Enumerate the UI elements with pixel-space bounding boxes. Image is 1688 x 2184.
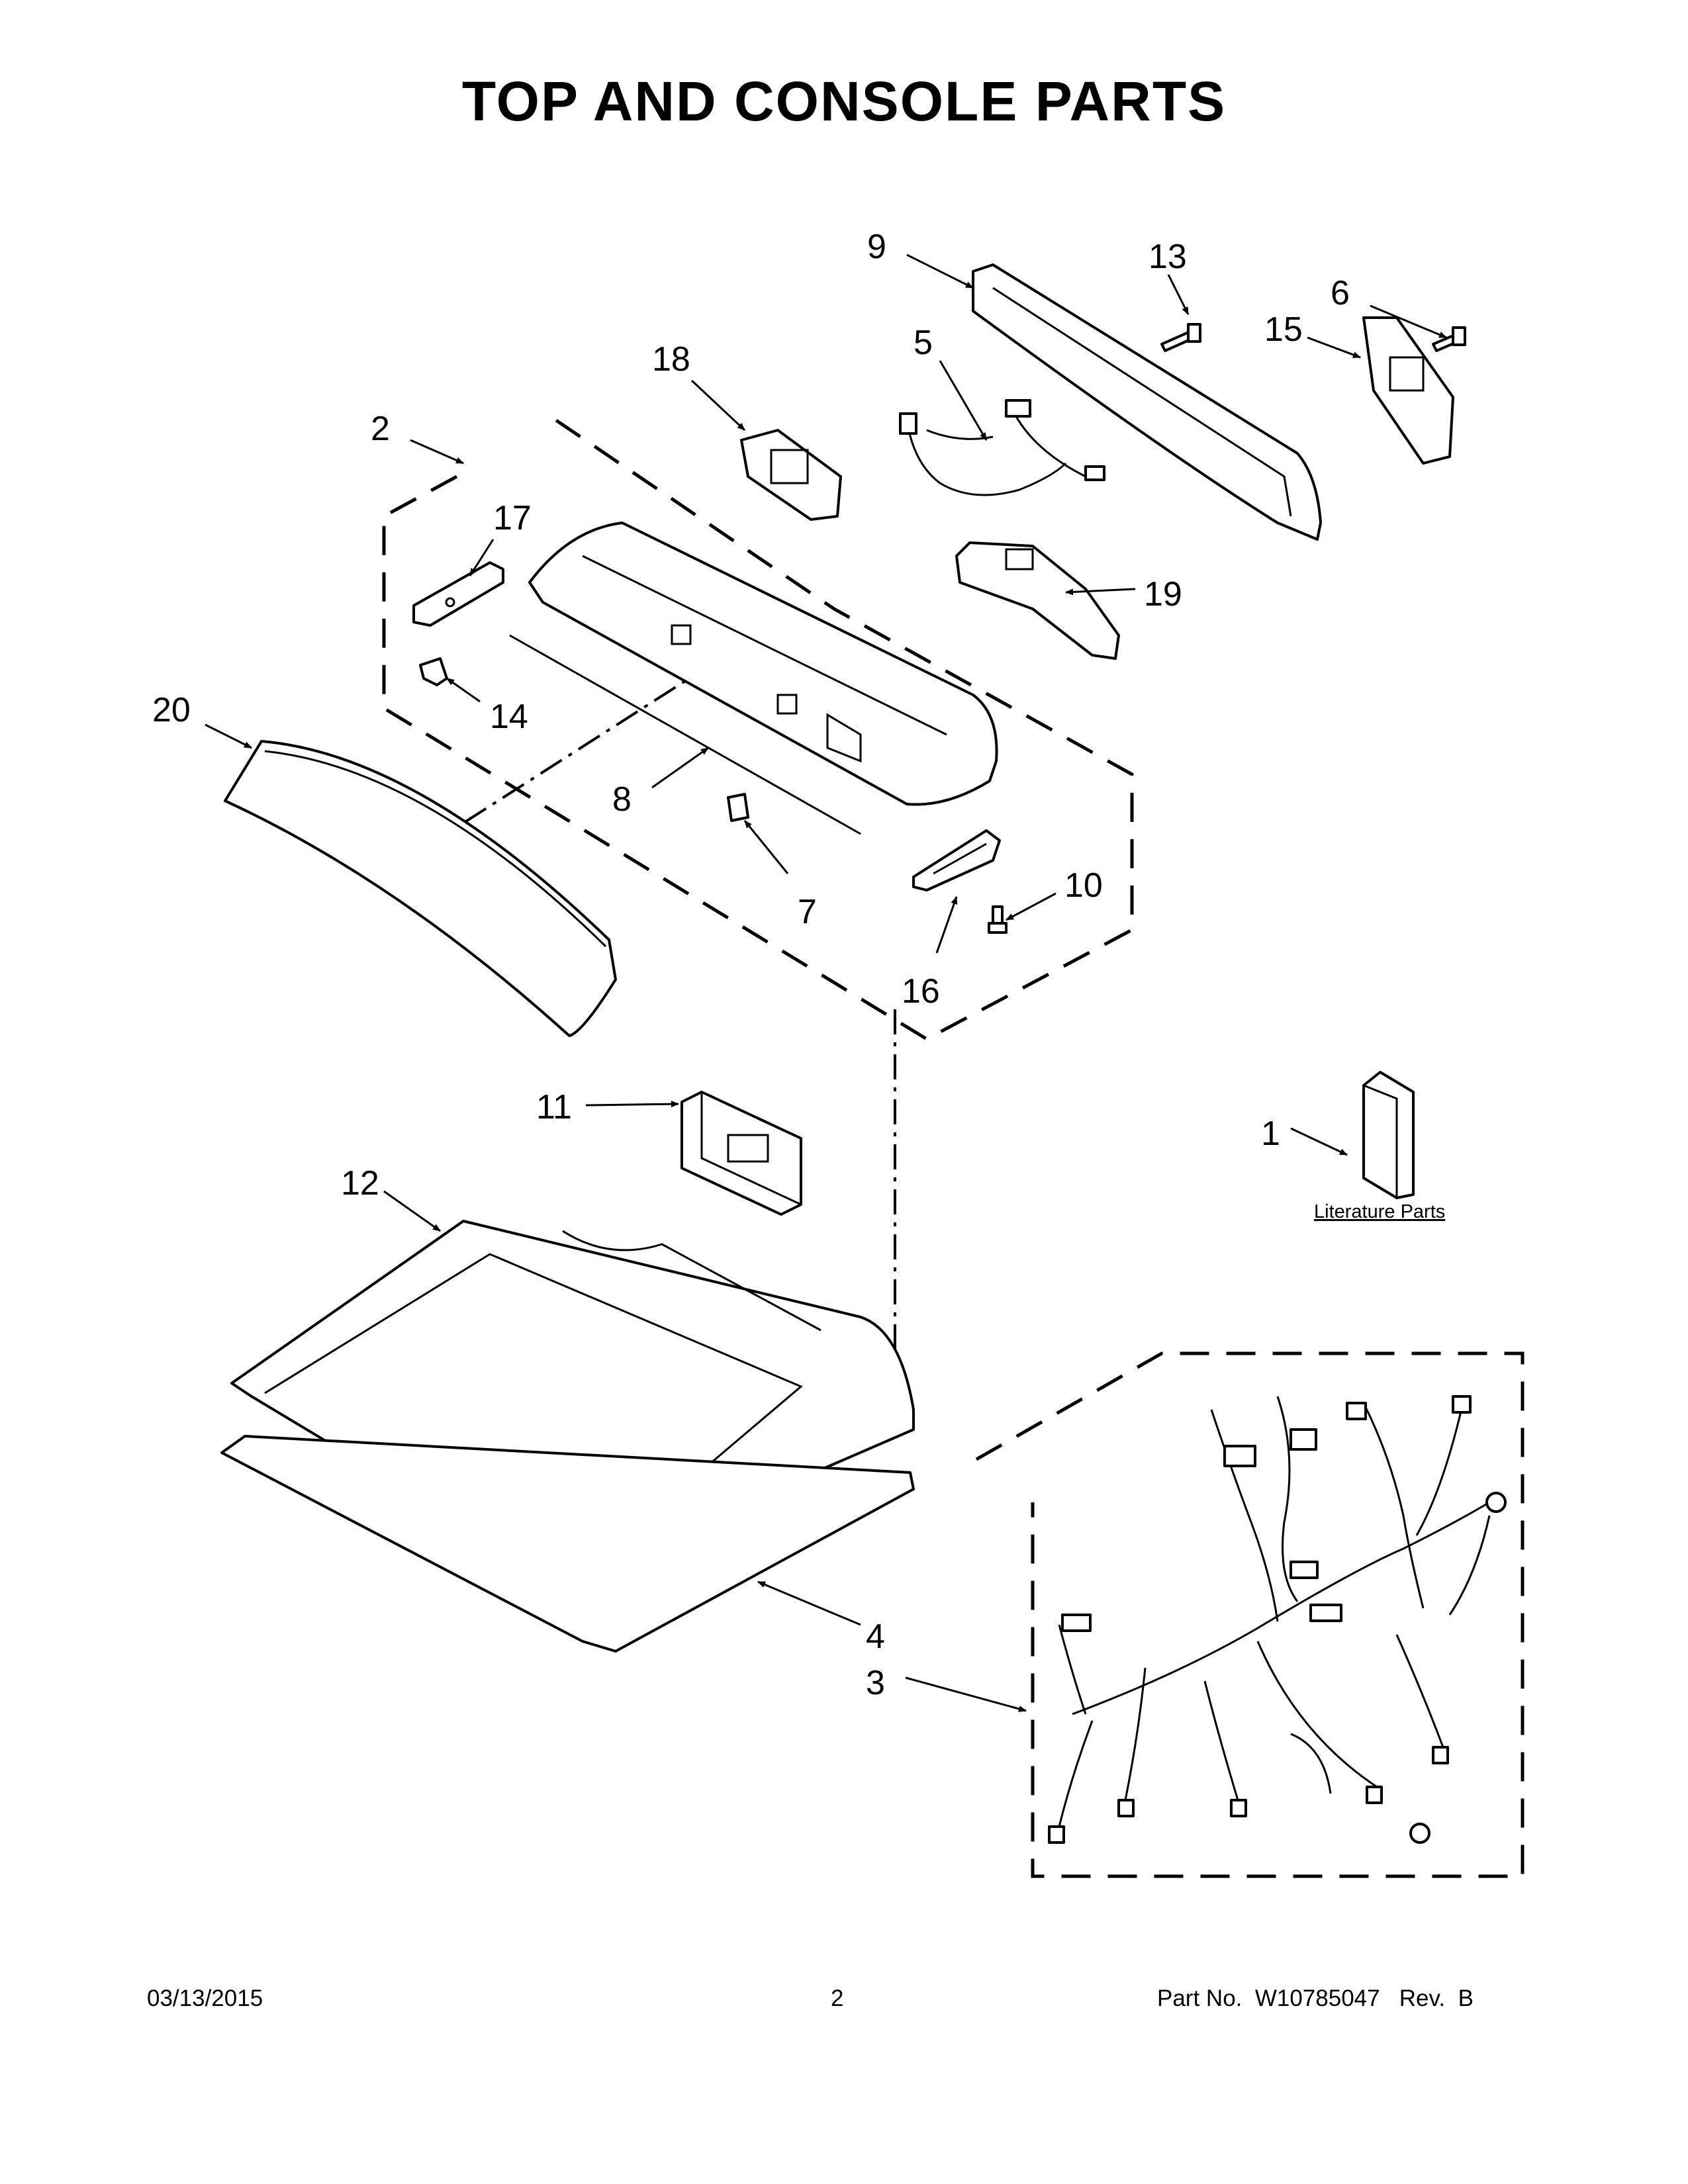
callout-14: 14 — [490, 698, 528, 736]
callout-11: 11 — [536, 1088, 572, 1126]
console-group-boundary — [382, 418, 1134, 1041]
leader-13 — [1167, 274, 1190, 315]
leader-4 — [757, 1580, 861, 1626]
callout-12: 12 — [341, 1164, 379, 1203]
part-19-hinge — [955, 541, 1120, 660]
part-9-panel-frame — [972, 263, 1322, 541]
callout-10: 10 — [1064, 866, 1103, 905]
callout-20: 20 — [152, 691, 191, 729]
leader-1 — [1290, 1127, 1348, 1156]
leader-20 — [205, 723, 252, 749]
callout-9: 9 — [867, 228, 886, 266]
leader-11 — [585, 1101, 679, 1108]
part-10-screw — [988, 905, 1008, 934]
leader-17 — [469, 539, 494, 576]
callout-4: 4 — [866, 1617, 885, 1656]
callout-7: 7 — [798, 893, 817, 931]
part-13-screw — [1160, 323, 1201, 352]
literature-label: Literature Parts — [1314, 1201, 1445, 1222]
callout-19: 19 — [1144, 575, 1182, 614]
part-1-literature — [1362, 1071, 1415, 1199]
callout-1: 1 — [1261, 1115, 1280, 1153]
leader-16 — [935, 896, 958, 954]
footer-part-number: Part No. W10785047 Rev. B — [1157, 1985, 1474, 2011]
leader-5 — [939, 360, 988, 441]
leader-10 — [1006, 892, 1056, 921]
callout-2: 2 — [371, 410, 390, 448]
part-3-main-wire-harness — [1048, 1395, 1507, 1844]
callout-16: 16 — [902, 972, 940, 1011]
footer-date: 03/13/2015 — [147, 1985, 263, 2011]
leader-18 — [690, 379, 746, 432]
callout-5: 5 — [914, 324, 933, 362]
part-20-console-trim — [224, 740, 617, 1037]
part-15-bracket — [1362, 316, 1454, 465]
part-11-module — [680, 1091, 802, 1216]
part-8-console — [509, 522, 998, 835]
page-title: TOP AND CONSOLE PARTS — [461, 70, 1227, 132]
leader-14 — [446, 677, 481, 703]
callout-6: 6 — [1331, 274, 1350, 312]
callout-3: 3 — [866, 1664, 885, 1702]
part-5-wire-harness — [899, 399, 1105, 496]
callout-13: 13 — [1149, 238, 1187, 276]
leader-8 — [651, 747, 709, 789]
part-18-control-board — [740, 429, 842, 521]
part-16-bracket — [912, 829, 1001, 891]
leader-3 — [905, 1676, 1027, 1712]
callout-15: 15 — [1264, 310, 1303, 349]
part-4-pad — [220, 1435, 915, 1653]
part-17-bracket — [412, 561, 504, 627]
callout-18: 18 — [652, 340, 690, 379]
leader-6 — [1370, 304, 1447, 339]
leader-19 — [1065, 588, 1136, 596]
part-14-clip — [419, 657, 448, 686]
harness-group-boundary — [975, 1351, 1524, 1878]
leader-15 — [1307, 336, 1361, 359]
footer-page-number: 2 — [831, 1985, 844, 2011]
callout-17: 17 — [493, 499, 532, 537]
part-7-clip — [727, 793, 749, 822]
leader-12 — [383, 1190, 441, 1232]
leader-2 — [410, 439, 464, 465]
leader-7 — [743, 820, 789, 874]
leader-9 — [906, 253, 974, 289]
callout-8: 8 — [612, 780, 632, 819]
part-6-screw — [1432, 326, 1466, 352]
